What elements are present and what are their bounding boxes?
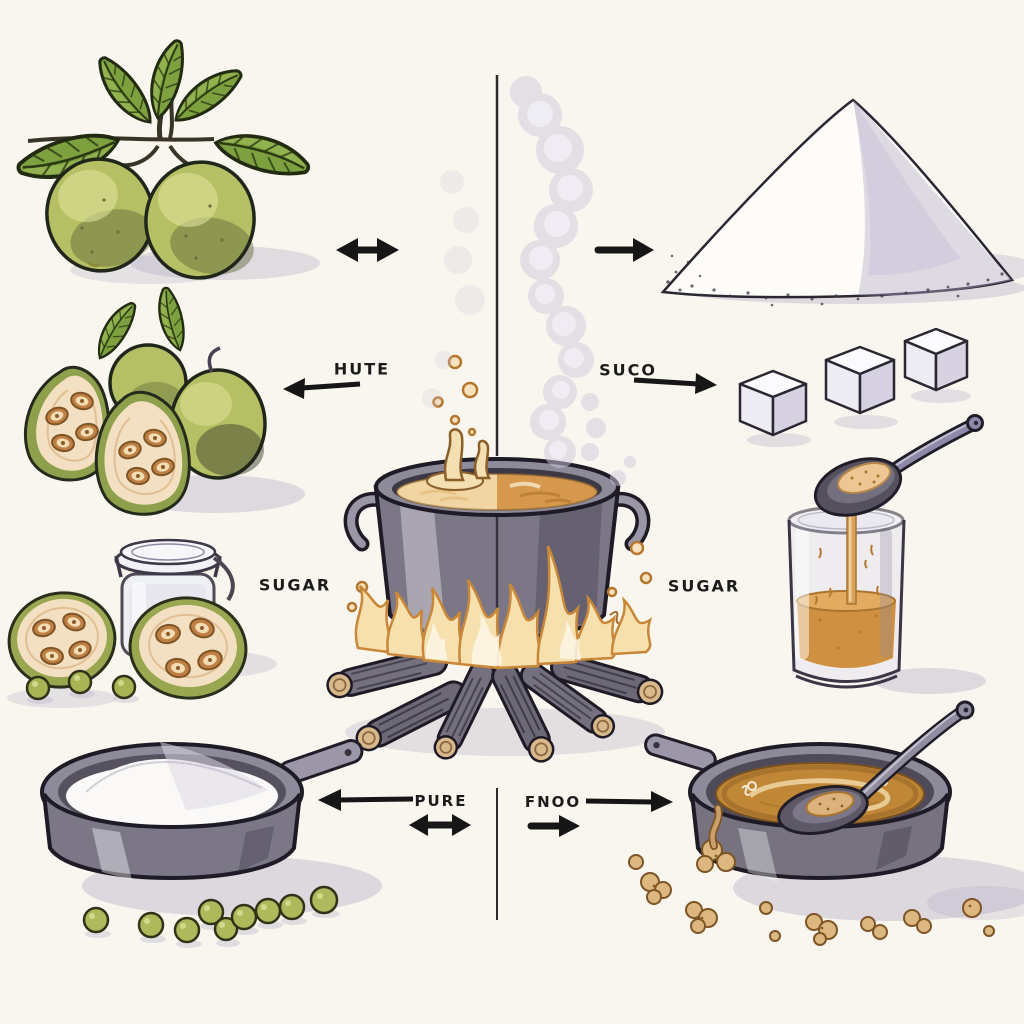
crumb xyxy=(805,913,838,946)
guava-fruit xyxy=(45,157,155,273)
sugar-cube xyxy=(903,327,969,392)
crumb xyxy=(640,872,672,905)
crumb xyxy=(769,930,781,942)
arrow-double-pure xyxy=(409,814,471,836)
squiggle xyxy=(609,611,623,625)
bubbles xyxy=(346,354,653,613)
sugar-pile xyxy=(660,98,1015,307)
caramel-crumbs xyxy=(628,804,995,946)
sugar-pan xyxy=(40,739,364,880)
guava-halves xyxy=(23,284,267,516)
fruit-stem xyxy=(207,346,221,373)
berry xyxy=(67,669,93,695)
pan-wall xyxy=(42,792,302,880)
label-suco: SUCO xyxy=(599,360,657,380)
label-sugar-right: SUGAR xyxy=(667,576,741,596)
flames xyxy=(354,545,653,670)
guava-fruit xyxy=(144,160,256,280)
green-berries xyxy=(25,669,139,704)
sugar-cubes xyxy=(738,327,971,447)
sugar-in-spoon xyxy=(837,462,891,494)
guava-slice xyxy=(128,596,248,700)
pea xyxy=(82,906,110,934)
arrow-right-fnoo-short xyxy=(527,815,580,837)
crumb xyxy=(685,901,718,934)
label-sugar-left: SUGAR xyxy=(258,575,332,595)
cooking-pot xyxy=(343,354,653,642)
pea xyxy=(230,903,258,931)
crumb xyxy=(983,925,995,937)
berry xyxy=(111,674,137,700)
arrow-double-top xyxy=(336,238,399,262)
green-peas xyxy=(82,885,340,948)
splash xyxy=(426,428,492,491)
berry xyxy=(25,675,51,701)
guava-whole xyxy=(169,346,267,480)
pea xyxy=(173,916,201,944)
steam xyxy=(422,76,636,486)
pouring-spoon xyxy=(813,414,984,517)
arrow-left-pure xyxy=(318,789,414,811)
guava-slice xyxy=(7,591,117,689)
crumb xyxy=(903,909,932,934)
crumb xyxy=(759,901,773,915)
crumb xyxy=(628,854,644,870)
sugar-speckles xyxy=(666,254,1004,307)
label-pure: PURE xyxy=(414,792,468,810)
arrows xyxy=(283,238,717,837)
arrow-right-suco xyxy=(633,373,717,394)
leaf-icon xyxy=(154,284,189,354)
sugar-cube xyxy=(824,345,896,415)
crumb xyxy=(962,898,982,918)
spoon-hole xyxy=(973,420,979,426)
stirring-spoon xyxy=(777,700,975,835)
jar-clamp xyxy=(212,556,235,602)
syrup-liquid xyxy=(797,600,896,668)
label-fnoo: FNOO xyxy=(524,793,582,811)
sugar-cube xyxy=(738,369,808,437)
sugar-stream xyxy=(814,501,880,605)
arrow-right-fnoo xyxy=(585,791,673,812)
spoon-hole xyxy=(963,707,969,713)
pan-wall xyxy=(690,792,950,880)
guava-half xyxy=(94,390,191,516)
pea xyxy=(278,893,306,921)
crumb-stem xyxy=(710,805,721,849)
pea xyxy=(137,911,165,939)
crumb xyxy=(860,916,888,940)
guava-branch xyxy=(12,35,315,280)
pea xyxy=(309,885,339,915)
branch-twig xyxy=(27,136,215,143)
pea xyxy=(254,897,282,925)
arrow-right-top xyxy=(594,238,654,262)
label-hute: HUTE xyxy=(333,359,391,379)
arrow-left-hute xyxy=(283,378,361,399)
sugar-in-spoon xyxy=(805,791,855,817)
caramel-pan xyxy=(644,700,975,882)
leaf-icon xyxy=(89,49,160,134)
